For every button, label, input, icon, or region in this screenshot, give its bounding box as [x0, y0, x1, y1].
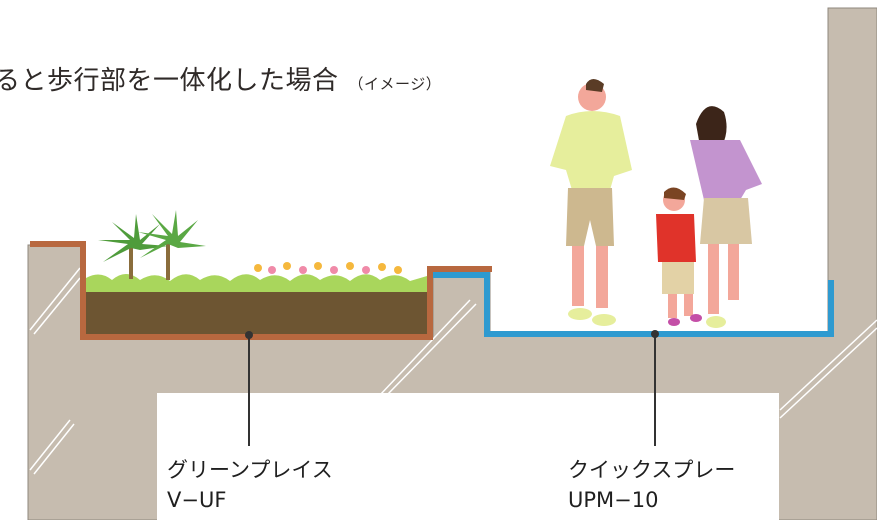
title-note: （イメージ） [348, 75, 442, 93]
diagram-title: ると歩行部を一体化した場合 （イメージ） [0, 60, 441, 97]
title-main: ると歩行部を一体化した場合 [0, 66, 339, 96]
label-green-place: グリーンプレイス V−UF [167, 455, 333, 515]
waterproof-membrane [433, 272, 834, 337]
label-quick-spray: クイックスプレー UPM−10 [568, 455, 735, 515]
room-opening [157, 393, 779, 520]
leader-dot-quick [651, 330, 659, 338]
label-green-product: グリーンプレイス [167, 458, 333, 482]
family-illustration [550, 79, 762, 328]
palm-plants [98, 210, 206, 280]
grass-layer [86, 274, 427, 292]
label-quick-product: クイックスプレー [568, 458, 736, 482]
label-green-model: V−UF [167, 488, 227, 512]
hatch-marks [29, 267, 877, 475]
flowers [254, 262, 402, 274]
soil-layer [86, 292, 427, 334]
leader-lines [248, 334, 656, 446]
label-quick-model: UPM−10 [568, 488, 659, 512]
leader-dot-green [245, 331, 253, 339]
